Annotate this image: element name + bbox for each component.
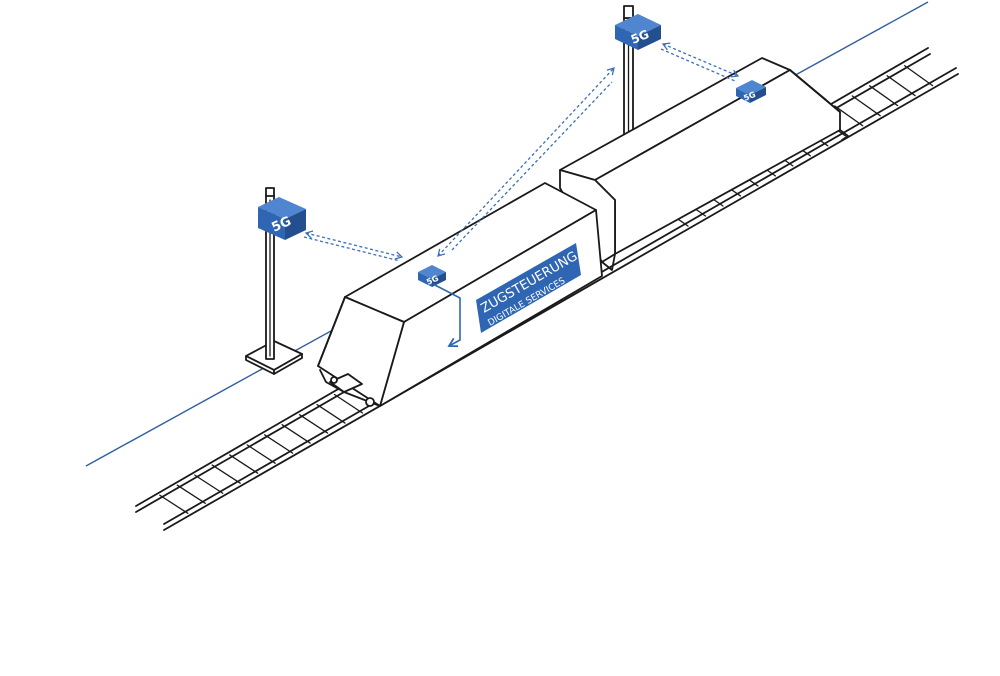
dashed-double-arrow-icon bbox=[660, 42, 740, 82]
track-sleeper bbox=[886, 75, 916, 97]
5g-box-icon: 5G bbox=[258, 197, 306, 240]
track-sleeper bbox=[176, 484, 206, 504]
track-sleeper bbox=[834, 105, 864, 127]
dashed-double-arrow-icon bbox=[303, 230, 404, 262]
track-sleeper bbox=[298, 414, 329, 434]
train-front-car bbox=[317, 182, 603, 407]
track-sleeper bbox=[869, 85, 899, 107]
banner-panel bbox=[476, 243, 581, 333]
track-sleeper bbox=[246, 444, 276, 464]
track-sleeper bbox=[333, 393, 364, 414]
5g-box-icon: 5G bbox=[736, 80, 766, 103]
internal-link-arrow bbox=[432, 283, 461, 348]
mast-right-label: 5G bbox=[629, 27, 651, 47]
track-sleeper bbox=[903, 65, 934, 87]
track-sleeper bbox=[316, 403, 346, 424]
track-sleeper bbox=[194, 474, 224, 494]
track-sleeper bbox=[159, 494, 189, 514]
train-rear-car bbox=[559, 57, 849, 271]
track-sleeper bbox=[851, 95, 881, 117]
track-sleeper bbox=[263, 434, 294, 454]
5g-box-icon: 5G bbox=[418, 265, 446, 287]
track-sleeper bbox=[211, 464, 241, 484]
antenna-mast-left bbox=[245, 187, 303, 375]
train-rear-label: 5G bbox=[742, 90, 757, 103]
track-sleeper bbox=[281, 424, 311, 444]
dashed-double-arrow-icon bbox=[437, 67, 615, 257]
track-sleeper bbox=[229, 454, 259, 474]
5g-box-icon: 5G bbox=[615, 14, 661, 50]
mast-left-label: 5G bbox=[270, 214, 294, 236]
